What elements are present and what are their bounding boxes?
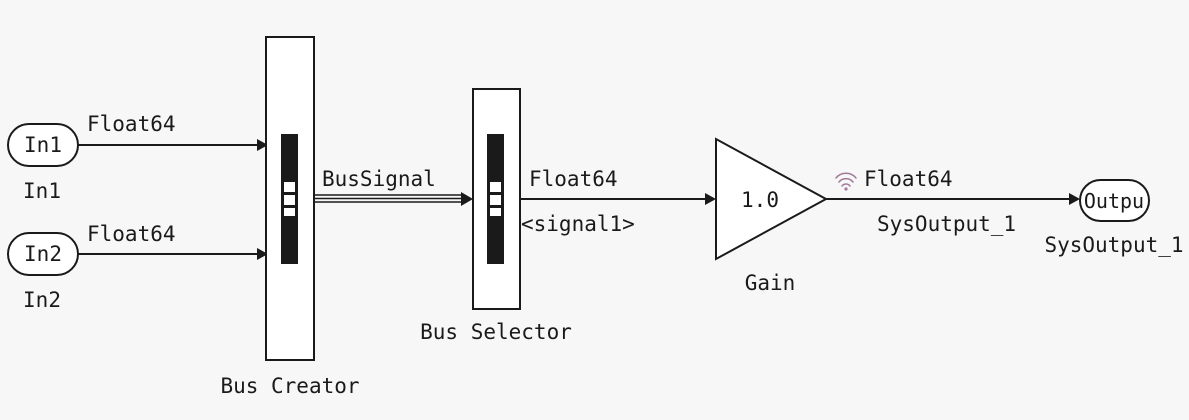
bus-selector-label: Bus Selector [420, 320, 572, 344]
gain-block[interactable]: 1.0 [715, 137, 829, 261]
gain-value: 1.0 [741, 188, 779, 212]
bus-signal-line[interactable] [314, 194, 463, 203]
in1-line-arrowhead [257, 139, 268, 151]
bus-selector-block[interactable] [472, 88, 521, 310]
bus-creator-block[interactable] [265, 36, 315, 361]
outport-text: Outpu [1084, 189, 1144, 213]
selector-signal-type-label: Float64 [529, 167, 618, 191]
outport-label: SysOutput_1 [1044, 233, 1183, 257]
gain-line-arrowhead [1069, 193, 1080, 205]
inport-in1-text: In1 [24, 133, 62, 157]
selector-line-arrowhead [705, 193, 716, 205]
output-signal-name-label: SysOutput_1 [877, 212, 1016, 236]
outport-sysoutput-1-block[interactable]: Outpu [1079, 179, 1150, 222]
in2-signal-type-label: Float64 [87, 222, 176, 246]
inport-in2-text: In2 [24, 242, 62, 266]
inport-in1-label: In1 [23, 179, 61, 203]
in2-line-arrowhead [257, 248, 268, 260]
gain-label: Gain [745, 271, 796, 295]
in1-signal-type-label: Float64 [87, 112, 176, 136]
inport-in1-block[interactable]: In1 [7, 123, 79, 167]
gain-signal-type-label: Float64 [864, 167, 953, 191]
bus-signal-arrowhead [461, 192, 473, 206]
signal-lines [78, 139, 1080, 260]
bus-creator-label: Bus Creator [220, 374, 359, 398]
wireless-signal-icon [835, 172, 857, 191]
selector-element-label: <signal1> [521, 212, 635, 236]
inport-in2-block[interactable]: In2 [7, 232, 79, 276]
inport-in2-label: In2 [23, 288, 61, 312]
bus-signal-name-label: BusSignal [322, 167, 436, 191]
